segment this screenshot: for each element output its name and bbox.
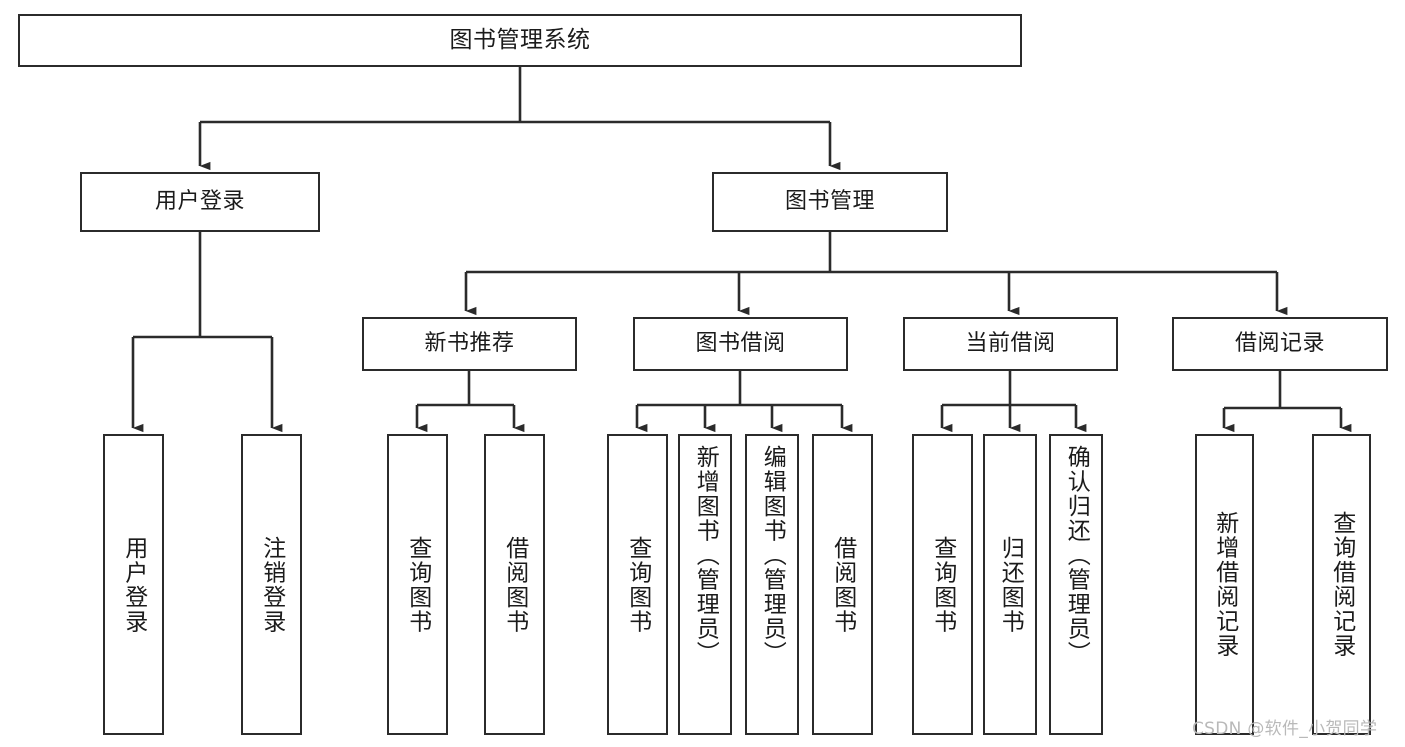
node-root[interactable]: 图书管理系统 xyxy=(18,14,1022,67)
leaf-return-book[interactable]: 归还图书 xyxy=(983,434,1037,735)
node-book-management[interactable]: 图书管理 xyxy=(712,172,948,232)
leaf-borrow-book-label: 借阅图书 xyxy=(829,535,856,634)
leaf-user-login[interactable]: 用户登录 xyxy=(103,434,164,735)
leaf-borrow-book-recommend-label: 借阅图书 xyxy=(501,535,528,634)
leaf-query-borrow-record[interactable]: 查询借阅记录 xyxy=(1312,434,1371,735)
node-current-borrow[interactable]: 当前借阅 xyxy=(903,317,1118,371)
leaf-edit-book-admin-label: 编辑图书（管理员） xyxy=(759,445,786,666)
leaf-query-book-borrow-label: 查询图书 xyxy=(624,535,651,634)
leaf-confirm-return-admin[interactable]: 确认归还（管理员） xyxy=(1049,434,1103,735)
node-new-book-recommend[interactable]: 新书推荐 xyxy=(362,317,577,371)
leaf-query-book-current-label: 查询图书 xyxy=(929,535,956,634)
leaf-query-book-borrow[interactable]: 查询图书 xyxy=(607,434,668,735)
leaf-add-borrow-record[interactable]: 新增借阅记录 xyxy=(1195,434,1254,735)
node-book-borrow[interactable]: 图书借阅 xyxy=(633,317,848,371)
node-user-login[interactable]: 用户登录 xyxy=(80,172,320,232)
leaf-query-borrow-record-label: 查询借阅记录 xyxy=(1328,511,1355,658)
node-book-borrow-label: 图书借阅 xyxy=(695,331,786,357)
leaf-logout-label: 注销登录 xyxy=(258,535,285,634)
node-borrow-records[interactable]: 借阅记录 xyxy=(1172,317,1388,371)
leaf-query-book-current[interactable]: 查询图书 xyxy=(912,434,973,735)
leaf-borrow-book[interactable]: 借阅图书 xyxy=(812,434,873,735)
leaf-confirm-return-admin-label: 确认归还（管理员） xyxy=(1063,445,1090,666)
leaf-user-login-label: 用户登录 xyxy=(120,535,147,634)
node-user-login-label: 用户登录 xyxy=(154,189,245,215)
node-borrow-records-label: 借阅记录 xyxy=(1234,331,1325,357)
leaf-return-book-label: 归还图书 xyxy=(997,535,1024,634)
leaf-add-book-admin[interactable]: 新增图书（管理员） xyxy=(678,434,732,735)
leaf-edit-book-admin[interactable]: 编辑图书（管理员） xyxy=(745,434,799,735)
leaf-query-book-recommend-label: 查询图书 xyxy=(404,535,431,634)
leaf-query-book-recommend[interactable]: 查询图书 xyxy=(387,434,448,735)
csdn-watermark: CSDN @软件_小贺同学 xyxy=(1192,719,1378,739)
leaf-add-borrow-record-label: 新增借阅记录 xyxy=(1211,511,1238,658)
node-new-book-recommend-label: 新书推荐 xyxy=(424,331,515,357)
leaf-borrow-book-recommend[interactable]: 借阅图书 xyxy=(484,434,545,735)
leaf-add-book-admin-label: 新增图书（管理员） xyxy=(692,445,719,666)
leaf-logout[interactable]: 注销登录 xyxy=(241,434,302,735)
node-root-label: 图书管理系统 xyxy=(449,27,591,54)
node-book-management-label: 图书管理 xyxy=(784,189,875,215)
node-current-borrow-label: 当前借阅 xyxy=(965,331,1056,357)
